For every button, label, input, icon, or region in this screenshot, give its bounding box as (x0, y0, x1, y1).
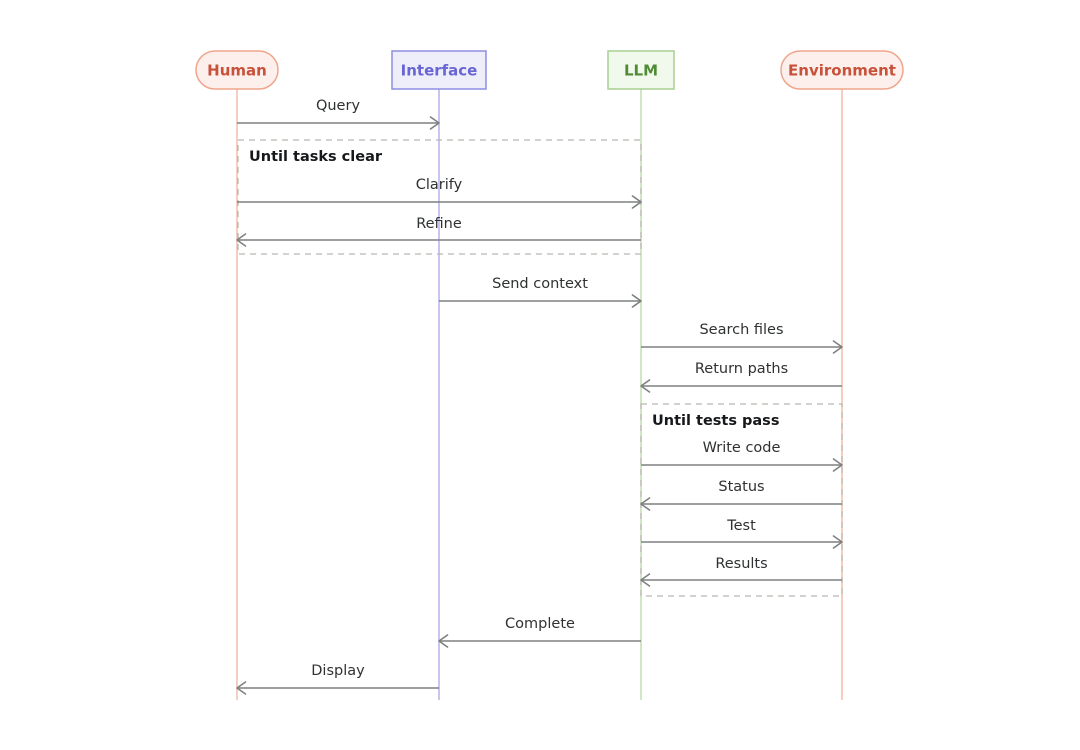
message-label: Return paths (695, 361, 788, 377)
loop-block-loop-tasks-clear: Until tasks clear (237, 139, 642, 255)
message-label: Write code (703, 440, 781, 456)
message-m10: Results (640, 556, 842, 587)
message-label: Refine (416, 216, 462, 232)
message-m8: Status (640, 479, 842, 511)
message-label: Results (715, 556, 767, 572)
participant-box[interactable] (391, 50, 487, 90)
message-m9: Test (641, 518, 843, 549)
message-m4: Send context (439, 276, 642, 308)
message-arrowhead (832, 458, 843, 472)
message-arrowhead (429, 116, 440, 130)
participants-layer: Human Interface LLM Environment (195, 50, 904, 90)
message-m3: Refine (236, 216, 641, 247)
message-m1: Query (237, 98, 440, 130)
participant-label: Human (207, 62, 267, 80)
message-m2: Clarify (237, 177, 642, 209)
message-m7: Write code (641, 440, 843, 472)
message-label: Complete (505, 616, 575, 632)
participant-label: Interface (401, 62, 478, 80)
message-arrowhead (631, 195, 642, 209)
message-label: Send context (492, 276, 588, 292)
message-m5: Search files (641, 322, 843, 354)
participant-box[interactable] (195, 50, 279, 90)
participant-environment[interactable]: Environment (780, 50, 904, 90)
message-arrowhead (832, 340, 843, 354)
participant-box[interactable] (607, 50, 675, 90)
message-m6: Return paths (640, 361, 842, 393)
message-arrowhead (236, 681, 247, 695)
message-m12: Display (236, 663, 439, 695)
message-label: Clarify (416, 177, 463, 193)
participant-label: LLM (624, 62, 658, 80)
message-label: Display (311, 663, 365, 679)
loop-label: Until tests pass (652, 413, 779, 429)
loop-border (237, 139, 642, 255)
message-m11: Complete (438, 616, 641, 648)
message-arrowhead (640, 497, 651, 511)
message-arrowhead (236, 233, 247, 247)
participant-box[interactable] (780, 50, 904, 90)
message-arrowhead (640, 379, 651, 393)
message-label: Query (316, 98, 360, 114)
message-label: Test (726, 518, 756, 534)
message-arrowhead (438, 634, 449, 648)
loop-label: Until tasks clear (249, 149, 383, 165)
message-label: Status (718, 479, 764, 495)
message-arrowhead (640, 573, 651, 587)
participant-llm[interactable]: LLM (607, 50, 675, 90)
participant-interface[interactable]: Interface (391, 50, 487, 90)
message-arrowhead (631, 294, 642, 308)
participant-human[interactable]: Human (195, 50, 279, 90)
message-arrowhead (832, 535, 843, 549)
loop-block-loop-tests-pass: Until tests pass (640, 403, 843, 597)
loop-border (640, 403, 843, 597)
participant-label: Environment (788, 62, 896, 80)
message-label: Search files (699, 322, 783, 338)
